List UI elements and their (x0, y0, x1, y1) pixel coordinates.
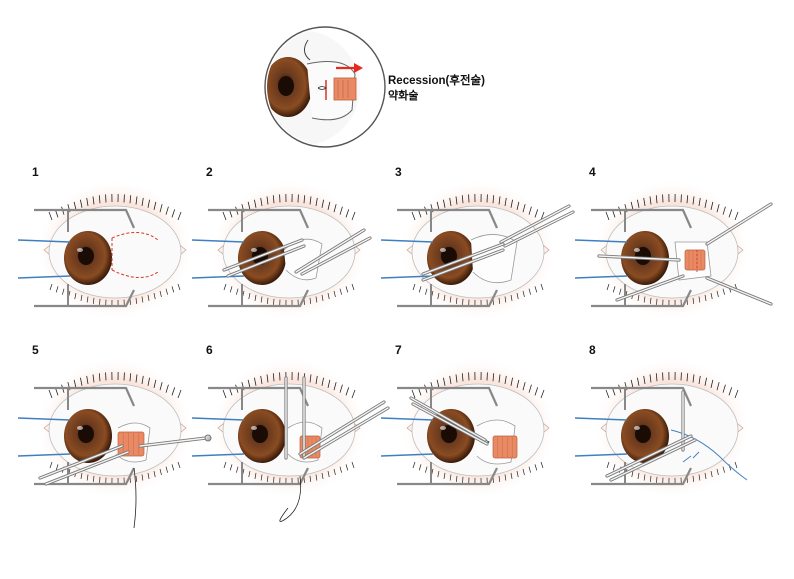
forceps-icon (421, 242, 505, 276)
traction-suture-upper (17, 417, 71, 421)
arrow-icon (354, 63, 363, 73)
step-panel-3: 3 (380, 165, 575, 320)
recession-inset: Recession(후전술) 약화술 (264, 26, 485, 148)
needle-holder-icon (409, 396, 487, 442)
inset-muscle (333, 77, 357, 101)
muscle-hook-icon (138, 436, 208, 448)
speculum-upper (34, 386, 136, 407)
closing-suture (670, 429, 748, 481)
step-panel-2: 2 (191, 165, 372, 320)
muscle-insertion (492, 435, 518, 459)
traction-suture-upper (574, 239, 628, 243)
step-panel-1: 1 (17, 165, 193, 320)
speculum-upper (591, 386, 693, 407)
pupil (635, 247, 651, 265)
speculum-upper (397, 208, 499, 229)
step-panels: 1 2 3 4 5 6 7 8 (17, 165, 773, 529)
eyelashes (222, 194, 356, 306)
traction-suture-upper (191, 417, 245, 421)
traction-suture-upper (380, 417, 434, 421)
pupil (78, 247, 94, 265)
speculum-lower (591, 289, 692, 308)
traction-suture-upper (17, 239, 71, 243)
pupil (441, 425, 457, 443)
scissors-icon (300, 236, 372, 276)
muscle-hook-icon (597, 254, 681, 262)
traction-suture-upper (574, 417, 628, 421)
forceps-icon (421, 248, 505, 282)
step-number: 2 (206, 165, 213, 179)
muscle-insertion (117, 431, 145, 457)
suture-thread (279, 475, 302, 522)
step-panel-8: 8 (574, 343, 750, 498)
scissors-icon (503, 210, 575, 248)
speculum-upper (397, 386, 499, 407)
eyelashes (411, 372, 545, 484)
speculum-lower (397, 289, 498, 308)
step-number: 7 (395, 343, 402, 357)
pupil (78, 425, 94, 443)
forceps-icon (615, 274, 685, 302)
traction-suture-lower (17, 453, 71, 457)
step-panel-5: 5 (17, 343, 212, 529)
speculum-upper (591, 208, 693, 229)
inset-title-ko: 약화술 (388, 88, 418, 102)
step-number: 6 (206, 343, 213, 357)
forceps-icon (226, 244, 306, 278)
speculum-lower (208, 467, 309, 486)
needle-holder-icon (298, 400, 386, 456)
traction-suture-lower (191, 453, 245, 457)
traction-suture-lower (17, 275, 71, 279)
needle-holder-icon (411, 402, 489, 446)
needle-holder-icon (302, 406, 390, 460)
forceps-icon (38, 444, 124, 480)
traction-suture-lower (380, 275, 434, 279)
inset-pupil (278, 76, 294, 96)
muscle-insertion (684, 249, 706, 271)
scissors-icon (499, 204, 571, 244)
traction-suture-lower (380, 453, 434, 457)
pupil (441, 247, 457, 265)
speculum-lower (34, 467, 135, 486)
pupil (635, 425, 651, 443)
pupil (252, 425, 268, 443)
speculum-upper (34, 208, 136, 229)
scissors-icon (294, 228, 366, 274)
forceps-icon (705, 276, 773, 306)
step-number: 8 (589, 343, 596, 357)
eyelashes (605, 372, 739, 484)
step-panel-4: 4 (574, 165, 773, 320)
step-panel-7: 7 (380, 343, 556, 498)
traction-suture-lower (574, 275, 628, 279)
speculum-lower (397, 467, 498, 486)
traction-suture-lower (191, 275, 245, 279)
inset-title-en: Recession(후전술) (388, 73, 485, 87)
forceps-icon (705, 202, 773, 246)
step-number: 4 (589, 165, 596, 179)
speculum-lower (591, 467, 692, 486)
traction-suture-upper (380, 239, 434, 243)
speculum-lower (208, 289, 309, 308)
needle-holder-icon (609, 438, 697, 482)
step-number: 1 (32, 165, 39, 179)
forceps-icon (222, 238, 304, 272)
suture-thread (133, 467, 137, 529)
step-number: 5 (32, 343, 39, 357)
step-panel-6: 6 (191, 343, 390, 522)
forceps-icon (44, 450, 130, 486)
needle-holder-icon (605, 434, 693, 478)
incision-line (111, 232, 159, 278)
traction-suture-upper (191, 239, 245, 243)
speculum-upper (208, 208, 310, 229)
step-number: 3 (395, 165, 402, 179)
speculum-lower (34, 289, 135, 308)
traction-suture-lower (574, 453, 628, 457)
eyelashes (411, 194, 545, 306)
